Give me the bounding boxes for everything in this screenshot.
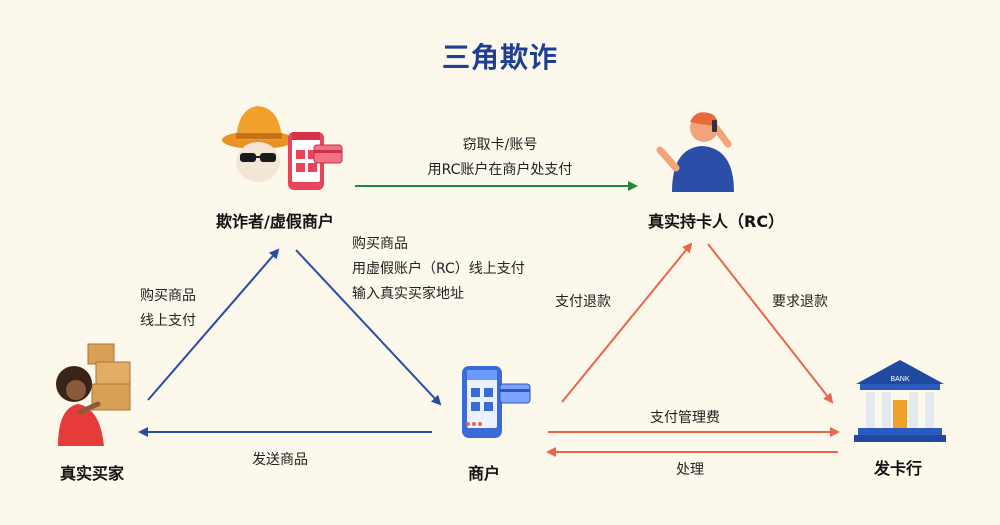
edge-text: 用虚假账户（RC）线上支付 (352, 261, 525, 277)
arrow-merchant-to-cardholder (561, 242, 693, 403)
edge-text: 购买商品 (352, 236, 408, 252)
edge-text: 处理 (676, 462, 704, 478)
edge-text: 用RC账户在商户处支付 (427, 162, 573, 178)
edge-label-issuer-to-merchant: 处理 (676, 458, 704, 483)
edge-text: 购买商品 (140, 288, 196, 304)
arrow-buyer-to-fraudster (147, 248, 280, 401)
edge-text: 输入真实买家地址 (352, 286, 464, 302)
cardholder-person-icon (656, 112, 734, 192)
edge-text: 支付管理费 (650, 410, 720, 426)
edge-label-fraudster-to-cardholder: 窃取卡/账号 用RC账户在商户处支付 (0, 133, 1000, 183)
edge-label-merchant-to-cardholder: 支付退款 (555, 290, 611, 315)
node-label-merchant: 商户 (468, 464, 501, 483)
node-label-buyer: 真实买家 (60, 464, 125, 483)
arrow-cardholder-to-issuer (707, 243, 834, 404)
edge-label-merchant-to-buyer: 发送商品 (252, 448, 308, 473)
edge-label-cardholder-to-issuer: 要求退款 (772, 290, 828, 315)
node-label-fraudster: 欺诈者/虚假商户 (216, 212, 334, 231)
edge-text: 要求退款 (772, 294, 828, 310)
edge-text: 线上支付 (140, 313, 196, 329)
diagram-title: 三角欺诈 (441, 41, 558, 74)
edge-label-buyer-to-fraudster: 购买商品 线上支付 (140, 284, 196, 334)
fraudster-icon (222, 106, 343, 190)
bank-sign-text: BANK (890, 376, 909, 383)
edge-label-merchant-to-issuer: 支付管理费 (650, 406, 720, 431)
node-label-issuer: 发卡行 (874, 459, 923, 478)
edge-text: 窃取卡/账号 (462, 137, 538, 153)
merchant-icon (462, 366, 531, 438)
buyer-icon (56, 343, 131, 446)
edge-text: 发送商品 (252, 452, 308, 468)
edge-label-fraudster-to-merchant: 购买商品 用虚假账户（RC）线上支付 输入真实买家地址 (352, 232, 525, 307)
bank-icon: BANK (854, 360, 946, 442)
node-label-cardholder: 真实持卡人（RC） (648, 212, 785, 231)
arrow-fraudster-to-merchant (295, 249, 442, 406)
edge-text: 支付退款 (555, 294, 611, 310)
